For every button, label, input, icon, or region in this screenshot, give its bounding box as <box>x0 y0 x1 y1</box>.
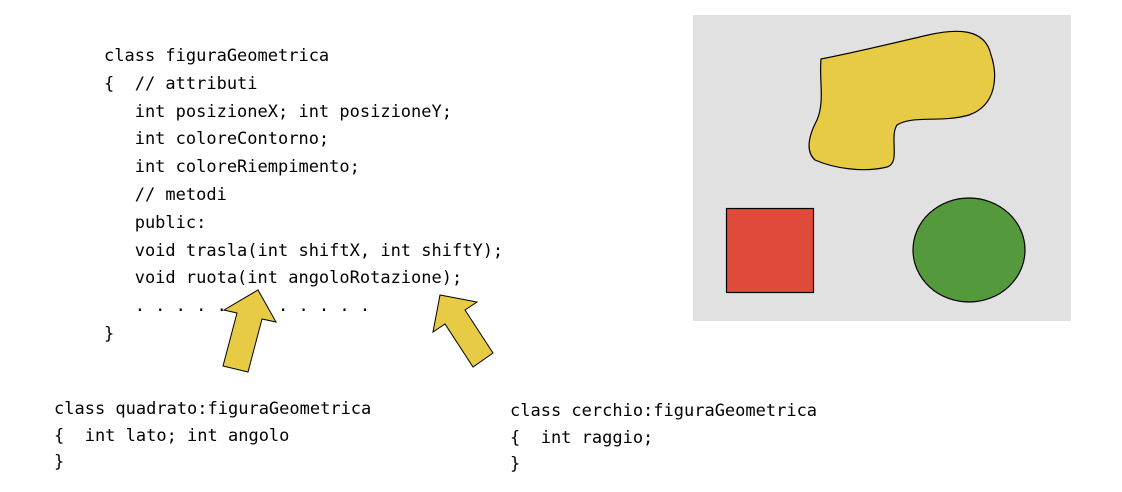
code-line-attributes-comment: { // attributi <box>104 73 258 94</box>
base-class-code: class figuraGeometrica { // attributi in… <box>104 43 503 349</box>
freeform-shape <box>808 30 996 171</box>
arrow-cerchio-to-base <box>432 294 494 368</box>
code-line-cerchio-closing-brace: } <box>510 454 521 474</box>
code-line-quadrato-declaration: class quadrato:figuraGeometrica <box>54 399 372 419</box>
code-line-fill-color-field: int coloreRiempimento; <box>104 157 360 178</box>
code-line-trasla-method: void trasla(int shiftX, int shiftY); <box>104 240 504 261</box>
derived-class-cerchio-code: class cerchio:figuraGeometrica { int rag… <box>510 398 817 478</box>
shapes-panel <box>693 15 1071 321</box>
code-line-ruota-method: void ruota(int angoloRotazione); <box>104 268 463 289</box>
shapes-illustration <box>725 30 1026 303</box>
code-line-cerchio-fields: { int raggio; <box>510 427 654 448</box>
code-line-position-fields: int posizioneX; int posizioneY; <box>104 101 452 122</box>
code-line-quadrato-closing-brace: } <box>54 452 65 472</box>
code-line-cerchio-declaration: class cerchio:figuraGeometrica <box>510 401 818 421</box>
arrow-quadrato-to-base <box>222 289 277 373</box>
green-circle <box>912 197 1026 303</box>
code-line-quadrato-fields: { int lato; int angolo <box>54 425 290 446</box>
red-square <box>725 207 815 294</box>
code-line-closing-brace: } <box>104 323 115 344</box>
code-line-public: public: <box>104 212 207 233</box>
code-line-methods-comment: // metodi <box>104 184 227 205</box>
derived-class-quadrato-code: class quadrato:figuraGeometrica { int la… <box>54 396 371 476</box>
code-line-class-declaration: class figuraGeometrica <box>104 46 330 66</box>
code-line-outline-color-field: int coloreContorno; <box>104 129 330 150</box>
